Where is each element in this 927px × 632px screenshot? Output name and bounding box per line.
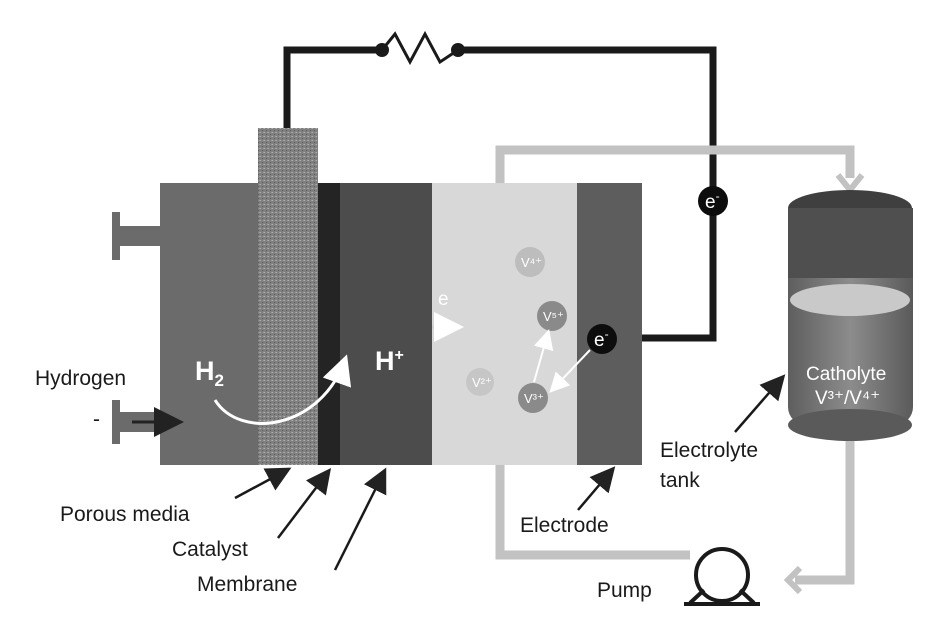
pump-icon: [684, 549, 760, 604]
inlet-port: [112, 400, 120, 444]
catholyte-species-label: V³⁺/V⁴⁺: [815, 388, 880, 409]
electrolyte-tank: Catholyte V³⁺/V⁴⁺: [788, 190, 913, 441]
hydrogen-label: Hydrogen: [35, 367, 126, 390]
electrolyte-tank-label-2: tank: [660, 469, 700, 492]
catalyst-layer: [318, 183, 340, 465]
inlet-minus-label: -: [93, 408, 100, 431]
tank-liquid-surface: [790, 284, 910, 316]
catholyte-label: Catholyte: [806, 364, 886, 385]
catalyst-arrow: [278, 472, 328, 538]
electrode-label: Electrode: [520, 514, 609, 537]
ion-v4-label: V⁴⁺: [521, 255, 542, 270]
pipe-tank-to-pump: [795, 440, 850, 580]
catalyst-label: Catalyst: [172, 538, 248, 561]
outlet-port: [112, 212, 120, 260]
membrane-layer: [340, 183, 432, 465]
membrane-arrow: [335, 472, 384, 570]
cathode-electrode: [577, 183, 642, 465]
electrode-arrow: [578, 470, 612, 510]
resistor-icon: [382, 34, 458, 62]
outlet-port-pipe: [120, 226, 160, 246]
ion-v5-label: V⁵⁺: [543, 309, 564, 324]
tank-cap: [788, 208, 913, 278]
junction-dot: [451, 43, 465, 57]
porous-media-label: Porous media: [60, 503, 190, 526]
porous-media-arrow: [235, 470, 287, 498]
membrane-label: Membrane: [197, 573, 297, 596]
junction-dot: [375, 43, 389, 57]
electrolyte-tank-label: Electrolyte: [660, 439, 758, 462]
electrolyte-tank-arrow: [735, 378, 782, 432]
cell-stack: [160, 128, 642, 465]
electron-small-label: e: [438, 289, 449, 310]
circuit-wire: [287, 50, 382, 130]
tank-bottom: [788, 409, 912, 441]
porous-media-layer: [258, 128, 318, 465]
ion-v3-label: V³⁺: [524, 391, 544, 406]
pump-label: Pump: [597, 579, 652, 602]
ion-v2-label: V²⁺: [472, 375, 492, 390]
